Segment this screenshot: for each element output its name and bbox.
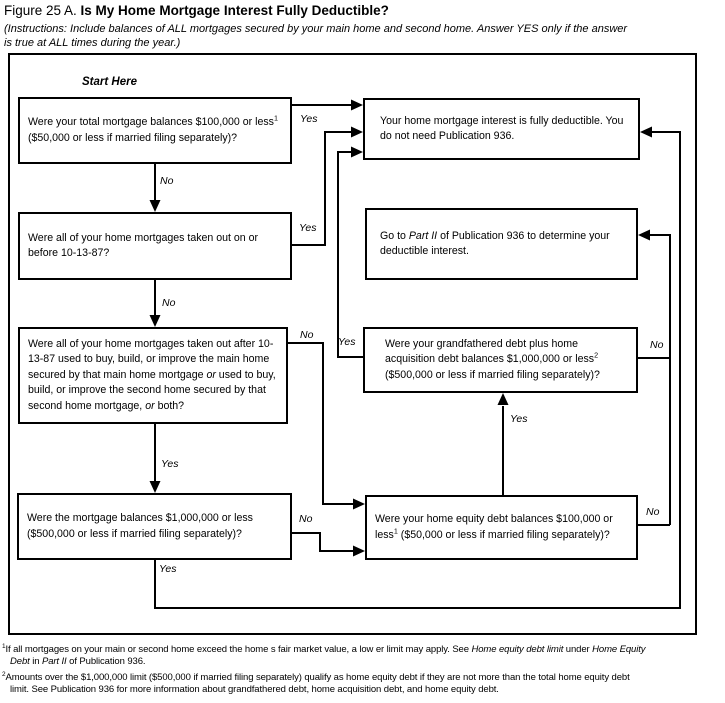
box-home-equity-question: Were your home equity debt balances $100… — [365, 495, 638, 560]
label-q3-yes: Yes — [161, 458, 179, 470]
box-million-balances-text: Were the mortgage balances $1,000,000 or… — [27, 512, 253, 540]
flowchart-border — [8, 53, 697, 635]
box-million-balances-question: Were the mortgage balances $1,000,000 or… — [17, 493, 292, 560]
label-q5-yes: Yes — [159, 563, 177, 575]
footnote-1-line2: Debt in Part II of Publication 936. — [10, 656, 146, 667]
box-total-balances-text: Were your total mortgage balances $100,0… — [28, 113, 278, 144]
figure-title-main: Is My Home Mortgage Interest Fully Deduc… — [80, 3, 389, 18]
label-q2-no: No — [162, 297, 176, 309]
label-q6-no: No — [646, 506, 660, 518]
figure-title-prefix: Figure 25 A. — [4, 3, 81, 18]
label-q1-yes: Yes — [300, 113, 318, 125]
label-q5-no: No — [299, 513, 313, 525]
box-grandfathered-text: Were your grandfathered debt plus home a… — [385, 337, 600, 381]
figure-instructions: (Instructions: Include balances of ALL m… — [4, 22, 684, 50]
figure-title: Figure 25 A. Is My Home Mortgage Interes… — [4, 3, 389, 18]
box-total-balances-question: Were your total mortgage balances $100,0… — [18, 97, 292, 164]
box-go-to-part2-text: Go to Part II of Publication 936 to dete… — [380, 229, 610, 258]
footnote-2: 2Amounts over the $1,000,000 limit ($500… — [2, 670, 723, 696]
footnote-1-line1: 1If all mortgages on your main or second… — [2, 642, 646, 655]
figure-instructions-line2: is true at ALL times during the year.) — [4, 37, 181, 49]
label-q3-no: No — [300, 329, 314, 341]
figure-instructions-line1: (Instructions: Include balances of ALL m… — [4, 23, 628, 35]
start-here-label: Start Here — [82, 76, 137, 88]
box-fully-deductible-result: Your home mortgage interest is fully ded… — [363, 98, 640, 160]
box-before-101387-question: Were all of your home mortgages taken ou… — [18, 212, 292, 280]
box-home-equity-text: Were your home equity debt balances $100… — [375, 513, 613, 541]
box-after-101387-question: Were all of your home mortgages taken ou… — [18, 327, 288, 424]
label-q4-no: No — [650, 339, 664, 351]
footnote-1: 1If all mortgages on your main or second… — [2, 642, 723, 668]
label-q2-yes: Yes — [299, 222, 317, 234]
box-after-101387-text: Were all of your home mortgages taken ou… — [28, 337, 276, 412]
footnote-2-line1: 2Amounts over the $1,000,000 limit ($500… — [2, 670, 630, 683]
label-q4-yes: Yes — [338, 336, 356, 348]
label-q6-yes: Yes — [510, 413, 528, 425]
box-fully-deductible-text: Your home mortgage interest is fully ded… — [380, 114, 624, 143]
box-go-to-part2-result: Go to Part II of Publication 936 to dete… — [365, 208, 638, 280]
footnote-2-line2: limit. See Publication 936 for more info… — [10, 684, 499, 695]
label-q1-no: No — [160, 175, 174, 187]
box-before-101387-text: Were all of your home mortgages taken ou… — [28, 231, 259, 260]
box-grandfathered-question: Were your grandfathered debt plus home a… — [363, 327, 638, 393]
